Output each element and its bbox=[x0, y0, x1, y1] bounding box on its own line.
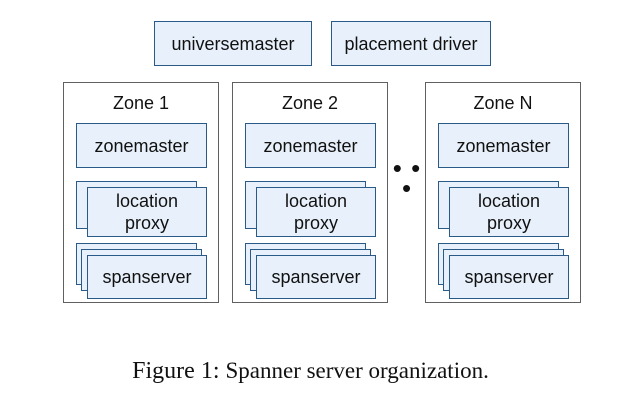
figure-caption: Figure 1:Spanner server organization. bbox=[0, 358, 621, 385]
zone-n-label: Zone N bbox=[473, 93, 533, 113]
zone-n-spanserver-label: spanserver bbox=[464, 267, 554, 287]
zone-2-spanserver-box: spanserver bbox=[256, 255, 376, 299]
zone-n-zonemaster-box: zonemaster bbox=[438, 123, 569, 168]
zone-2-spanserver-label: spanserver bbox=[271, 267, 361, 287]
zone-2-zonemaster-label: zonemaster bbox=[263, 135, 358, 156]
zone-n-spanserver-box: spanserver bbox=[449, 255, 569, 299]
zone-2-label: Zone 2 bbox=[281, 93, 339, 113]
zone-n-location-proxy-label: location proxy bbox=[477, 191, 541, 233]
zones-ellipsis: • • • bbox=[392, 153, 422, 203]
zone-2-location-proxy-box: location proxy bbox=[256, 187, 376, 237]
zone-2: Zone 2 zonemaster location proxy spanser… bbox=[232, 82, 388, 303]
placement-driver-box: placement driver bbox=[331, 21, 491, 66]
zone-1-spanserver-label: spanserver bbox=[102, 267, 192, 287]
figure-number: Figure 1: bbox=[132, 358, 220, 384]
universemaster-label: universemaster bbox=[171, 33, 295, 54]
placement-driver-label: placement driver bbox=[344, 33, 478, 54]
zone-1-label: Zone 1 bbox=[112, 93, 170, 113]
zone-1-location-proxy-label: location proxy bbox=[115, 191, 179, 233]
figure-caption-text: Spanner server organization. bbox=[225, 358, 489, 383]
zone-n-location-proxy-box: location proxy bbox=[449, 187, 569, 237]
zone-1-zonemaster-label: zonemaster bbox=[94, 135, 189, 156]
zone-n: Zone N zonemaster location proxy spanser… bbox=[425, 82, 581, 303]
zone-1-spanserver-box: spanserver bbox=[87, 255, 207, 299]
zone-1-zonemaster-box: zonemaster bbox=[76, 123, 207, 168]
zone-2-location-proxy-label: location proxy bbox=[284, 191, 348, 233]
zone-n-zonemaster-label: zonemaster bbox=[456, 135, 551, 156]
zone-2-zonemaster-box: zonemaster bbox=[245, 123, 376, 168]
zone-1: Zone 1 zonemaster location proxy spanser… bbox=[63, 82, 219, 303]
universemaster-box: universemaster bbox=[154, 21, 312, 66]
zone-1-location-proxy-box: location proxy bbox=[87, 187, 207, 237]
